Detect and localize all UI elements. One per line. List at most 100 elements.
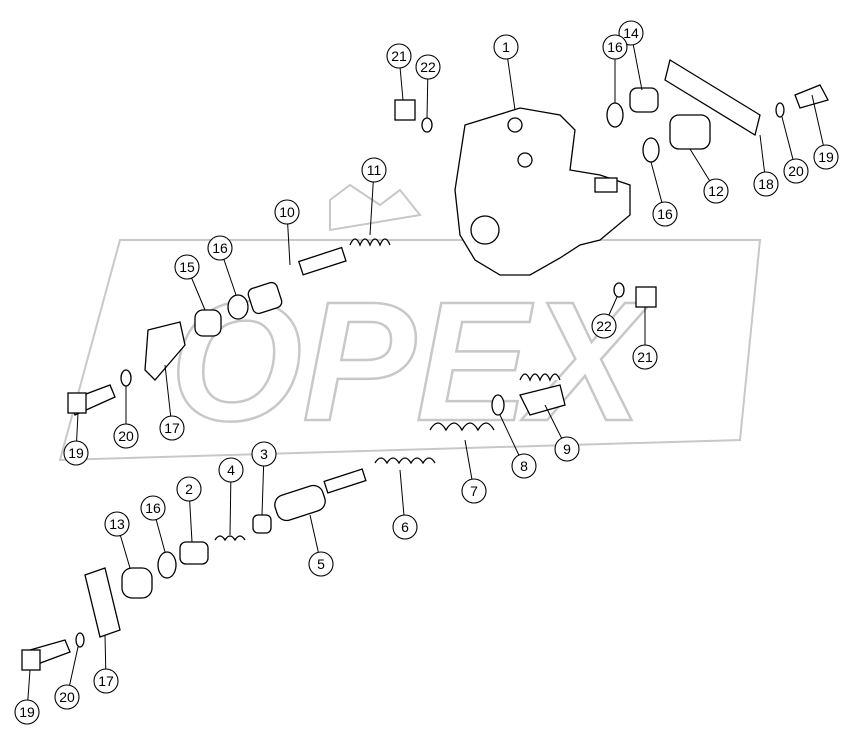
- callout-circle: [753, 171, 779, 197]
- snap-ring: [75, 632, 85, 648]
- callout-circle: [511, 453, 537, 479]
- callout-number: 15: [179, 259, 195, 275]
- spool-land: [247, 281, 283, 315]
- callout-circle: [386, 43, 412, 69]
- callout-1: 1: [493, 34, 519, 60]
- o-ring: [642, 137, 660, 163]
- callout-22: 22: [591, 313, 617, 339]
- callout-circle: [703, 178, 729, 204]
- callout-circle: [14, 699, 40, 725]
- callout-circle: [113, 423, 139, 449]
- spring: [519, 373, 561, 382]
- callout-number: 16: [607, 39, 623, 55]
- bolt: [794, 84, 829, 109]
- callout-3: 3: [251, 441, 277, 467]
- callout-21: 21: [386, 43, 412, 69]
- callout-number: 10: [279, 204, 295, 220]
- callout-number: 22: [596, 318, 612, 334]
- callout-number: 17: [98, 673, 114, 689]
- callout-circle: [618, 20, 644, 46]
- plug: [121, 567, 153, 599]
- callout-circle: [361, 157, 387, 183]
- bolt-head: [67, 392, 87, 414]
- port: [470, 215, 500, 245]
- callout-number: 11: [367, 162, 382, 178]
- callout-22: 22: [415, 54, 441, 80]
- parts: [21, 58, 829, 671]
- callout-circle: [813, 144, 839, 170]
- callout-number: 21: [391, 48, 407, 64]
- callout-10: 10: [274, 199, 300, 225]
- callout-number: 20: [788, 163, 804, 179]
- callout-circle: [104, 511, 130, 537]
- callout-number: 8: [520, 458, 528, 474]
- callout-number: 12: [708, 183, 724, 199]
- snap-ring: [120, 369, 132, 387]
- stem: [323, 468, 367, 494]
- callout-circle: [652, 201, 678, 227]
- callout-circle: [176, 476, 202, 502]
- o-ring: [606, 102, 624, 128]
- callout-number: 13: [109, 516, 125, 532]
- callout-6: 6: [392, 514, 418, 540]
- spring: [179, 541, 209, 565]
- callout-circle: [159, 415, 185, 441]
- callout-circle: [54, 684, 80, 710]
- callout-8: 8: [511, 453, 537, 479]
- callout-21: 21: [632, 344, 658, 370]
- callout-13: 13: [104, 511, 130, 537]
- callout-circle: [274, 199, 300, 225]
- callout-20: 20: [783, 158, 809, 184]
- callout-7: 7: [461, 478, 487, 504]
- spring: [214, 535, 246, 542]
- callout-12: 12: [703, 178, 729, 204]
- callout-15: 15: [174, 254, 200, 280]
- callout-number: 9: [563, 441, 571, 457]
- callout-16: 16: [140, 495, 166, 521]
- callout-circle: [251, 441, 277, 467]
- callout-17: 17: [159, 415, 185, 441]
- callout-circle: [461, 478, 487, 504]
- plate: [664, 58, 761, 137]
- callout-number: 6: [401, 519, 409, 535]
- callout-16: 16: [207, 235, 233, 261]
- callout-number: 14: [623, 25, 639, 41]
- port: [517, 152, 533, 168]
- seat: [252, 514, 272, 534]
- callout-19: 19: [813, 144, 839, 170]
- poppet: [274, 484, 326, 522]
- callout-number: 16: [657, 206, 673, 222]
- callout-number: 4: [227, 462, 235, 478]
- callout-circle: [493, 34, 519, 60]
- seat: [519, 384, 566, 416]
- callout-circle: [308, 551, 334, 577]
- washer: [491, 394, 505, 416]
- callout-number: 20: [59, 689, 75, 705]
- spring: [349, 238, 391, 247]
- callout-16: 16: [602, 34, 628, 60]
- callout-19: 19: [63, 440, 89, 466]
- callout-number: 2: [185, 481, 193, 497]
- callout-circle: [207, 235, 233, 261]
- callout-20: 20: [113, 423, 139, 449]
- snap-ring: [775, 102, 785, 118]
- watermark-gear: [329, 183, 422, 232]
- o-ring: [613, 282, 625, 298]
- callout-number: 1: [502, 39, 510, 55]
- callout-number: 19: [68, 445, 84, 461]
- callout-number: 20: [118, 428, 134, 444]
- plate: [144, 321, 186, 381]
- callout-14: 14: [618, 20, 644, 46]
- callout-5: 5: [308, 551, 334, 577]
- spool: [297, 246, 347, 276]
- callout-circle: [392, 514, 418, 540]
- callout-number: 21: [637, 349, 653, 365]
- spring: [429, 422, 495, 432]
- callout-11: 11: [361, 157, 387, 183]
- callout-number: 22: [420, 59, 436, 75]
- callout-4: 4: [218, 457, 244, 483]
- plug: [629, 87, 659, 113]
